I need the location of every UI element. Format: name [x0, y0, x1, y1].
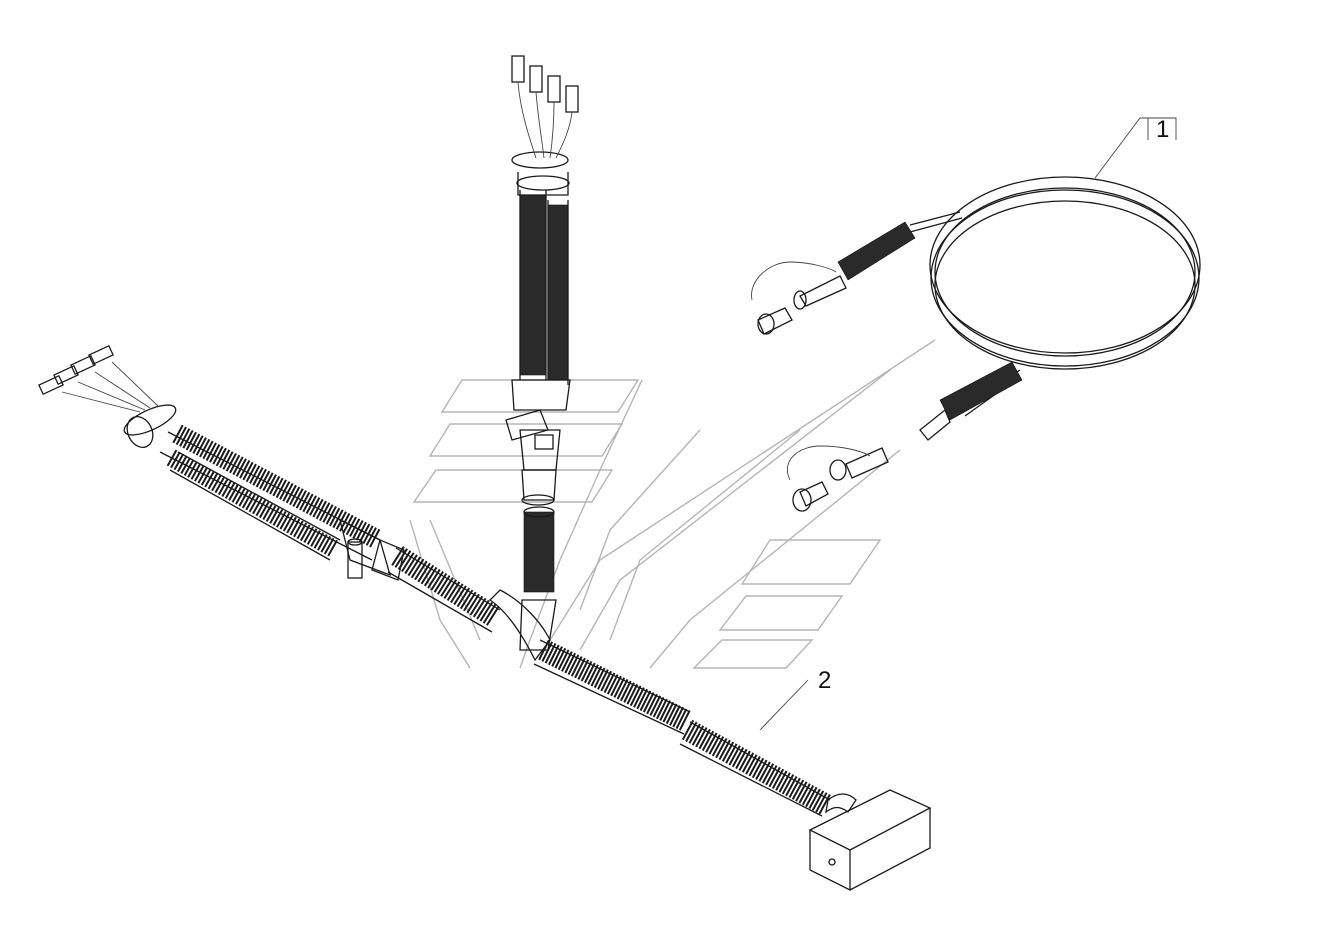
callout-1-label: 1: [1156, 116, 1169, 143]
watermark-logo: [409, 339, 936, 669]
callout-1: 1: [1094, 116, 1177, 179]
upper-cable-connector: [751, 221, 916, 335]
callout-2-label: 2: [818, 667, 831, 694]
end-block-connector: [808, 789, 932, 892]
hose-lower-ribs: [166, 449, 338, 557]
hose-mid-ribs: [391, 546, 500, 626]
vertical-corrugated-hose: [505, 151, 571, 593]
lower-cable-connector: [786, 361, 1023, 512]
hose-end-ribs: [681, 719, 831, 815]
callout-2: 2: [759, 667, 831, 731]
hose-upper-ribs: [172, 424, 381, 548]
top-connector-plugs: [511, 55, 579, 159]
coiled-cable: [909, 176, 1201, 417]
hose-right-ribs: [538, 639, 691, 731]
left-connector-plugs: [38, 344, 177, 449]
